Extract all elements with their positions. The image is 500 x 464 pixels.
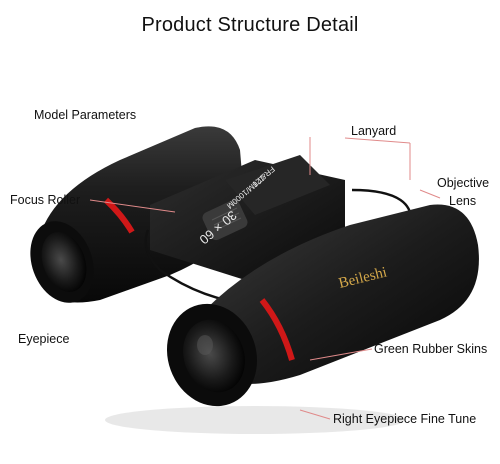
label-eyepiece: Eyepiece bbox=[18, 332, 70, 346]
label-objective-lens-line1: Objective bbox=[437, 176, 490, 190]
page-title: Product Structure Detail bbox=[141, 14, 359, 36]
label-right-eyepiece-fine-tune: Right Eyepiece Fine Tune bbox=[333, 412, 477, 426]
leader-focus-roller bbox=[89, 199, 176, 213]
leader-objective-lens bbox=[419, 189, 441, 199]
leader-lines bbox=[89, 137, 441, 420]
leader-green-rubber-skins bbox=[309, 348, 373, 361]
label-focus-roller: Focus Roller bbox=[10, 193, 81, 207]
right-barrel bbox=[205, 204, 479, 384]
right-eyepiece bbox=[166, 303, 258, 407]
ground-shadow bbox=[105, 406, 405, 434]
leader-lanyard bbox=[344, 137, 411, 144]
left-eyepiece bbox=[30, 221, 94, 303]
label-lanyard: Lanyard bbox=[351, 124, 397, 138]
label-objective-lens-line2: Lens bbox=[449, 194, 477, 208]
leader-fine-tune bbox=[299, 409, 331, 420]
label-green-rubber-skins: Green Rubber Skins bbox=[374, 342, 488, 356]
label-model-parameters: Model Parameters bbox=[34, 108, 137, 122]
right-accent-ring bbox=[259, 298, 295, 361]
